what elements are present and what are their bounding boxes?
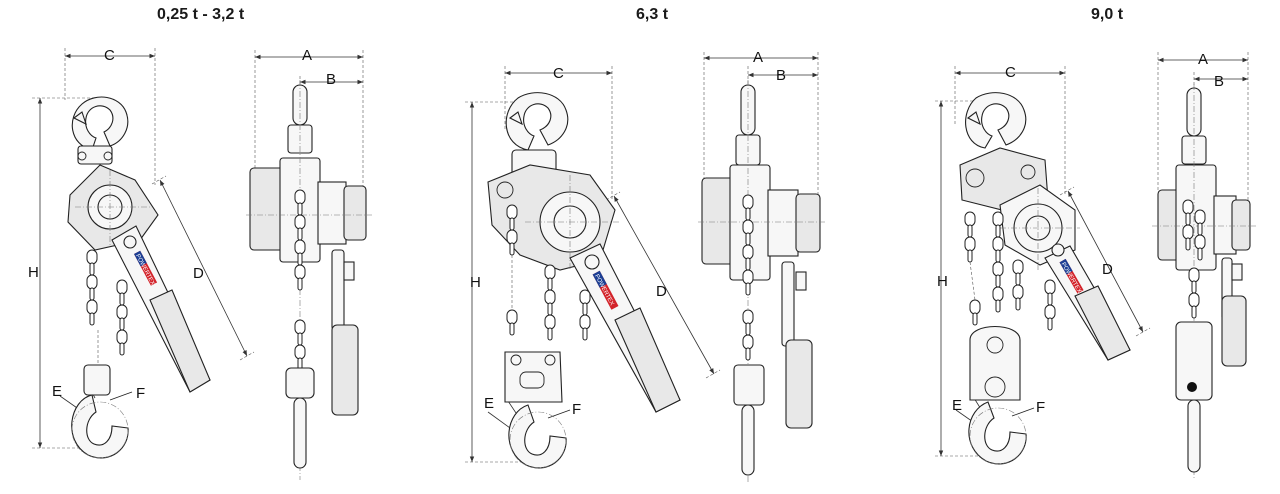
title-group-1: 0,25 t - 3,2 t bbox=[157, 6, 245, 23]
dim-label-e-1: E bbox=[52, 383, 62, 400]
dim-label-c-1: C bbox=[104, 47, 115, 64]
dim-label-d-3: D bbox=[1102, 261, 1113, 278]
dim-label-a-1: A bbox=[302, 47, 312, 64]
dim-label-a-3: A bbox=[1198, 51, 1208, 68]
dim-label-h-2: H bbox=[470, 274, 481, 291]
dim-label-b-2: B bbox=[776, 67, 786, 84]
dim-label-a-2: A bbox=[753, 49, 763, 66]
dim-label-f-3: F bbox=[1036, 399, 1045, 416]
dim-label-c-3: C bbox=[1005, 64, 1016, 81]
title-group-2: 6,3 t bbox=[636, 6, 669, 23]
dim-label-b-3: B bbox=[1214, 73, 1224, 90]
dim-label-d-1: D bbox=[193, 265, 204, 282]
hoist-small-front: POWERTEX bbox=[32, 48, 255, 459]
dim-label-c-2: C bbox=[553, 65, 564, 82]
hoist-small-side bbox=[246, 50, 372, 480]
dim-label-b-1: B bbox=[326, 71, 336, 88]
dim-label-h-3: H bbox=[937, 273, 948, 290]
hoist-large-side bbox=[1152, 52, 1256, 478]
hoist-medium-side bbox=[698, 52, 826, 482]
dim-label-e-2: E bbox=[484, 395, 494, 412]
title-group-3: 9,0 t bbox=[1091, 6, 1124, 23]
dim-label-e-3: E bbox=[952, 397, 962, 414]
dim-label-h-1: H bbox=[28, 264, 39, 281]
hoist-medium-front: POWERTEX bbox=[465, 66, 721, 469]
dim-label-f-2: F bbox=[572, 401, 581, 418]
dim-label-f-1: F bbox=[136, 385, 145, 402]
hoist-large-front: POWERTEX bbox=[935, 66, 1151, 465]
dim-label-d-2: D bbox=[656, 283, 667, 300]
